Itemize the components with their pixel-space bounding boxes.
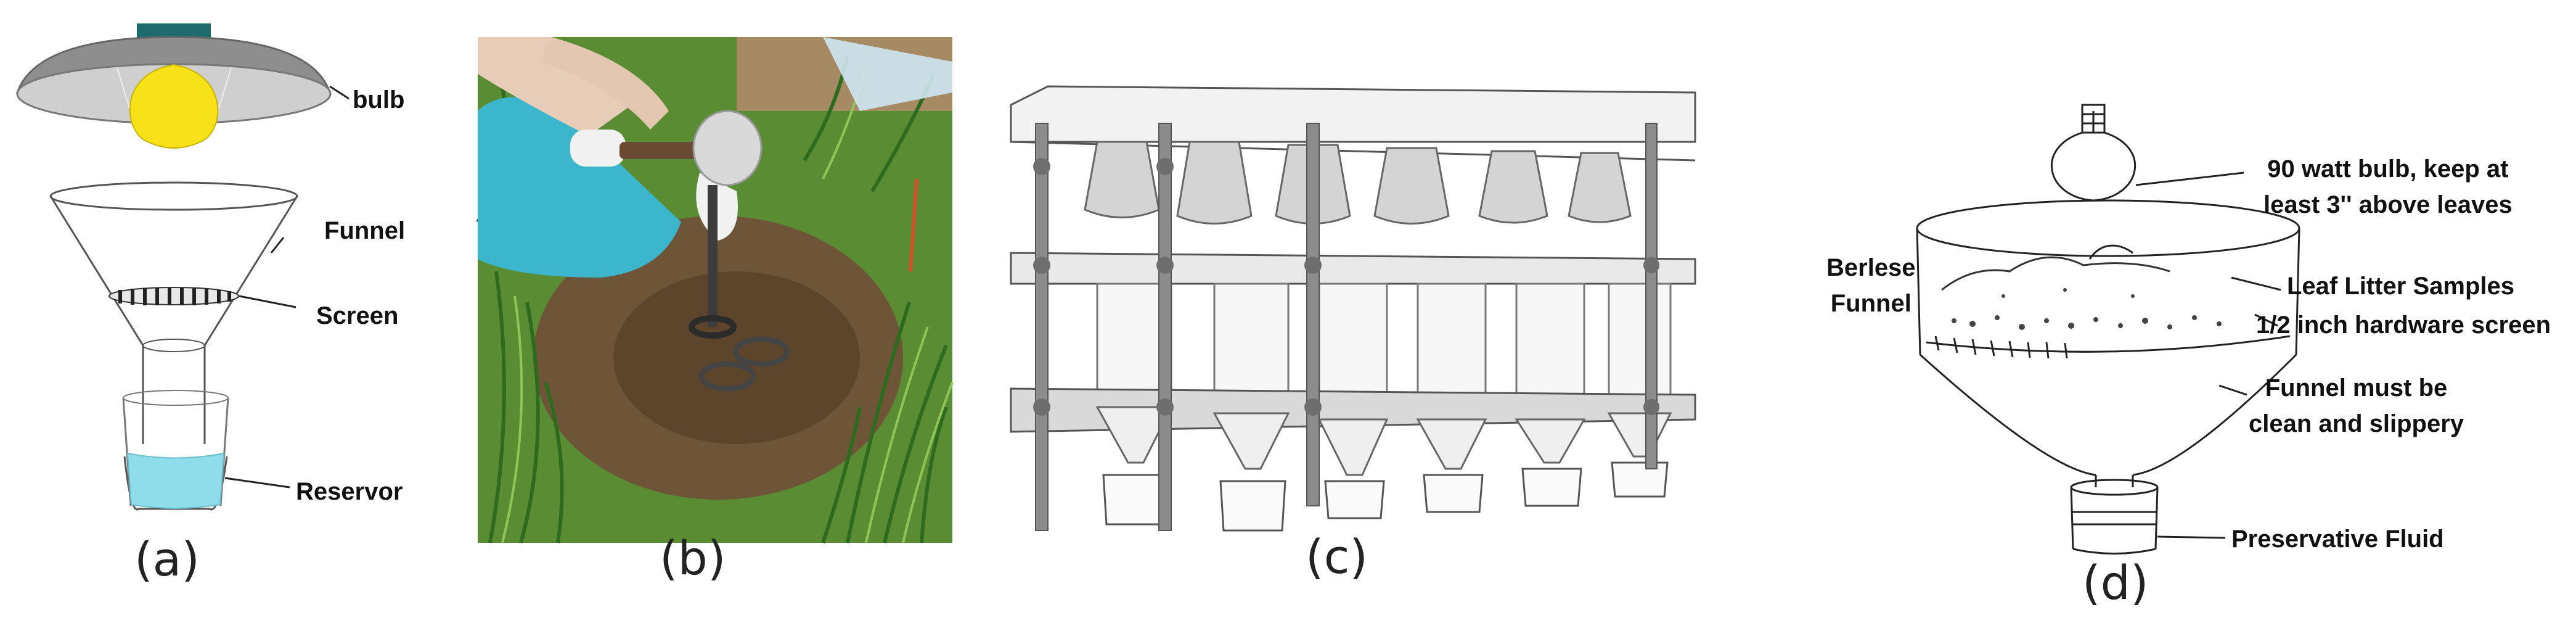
panel-a: bulb Funnel Screen Reservor (a) xyxy=(0,0,481,623)
funnel-rack-illustration xyxy=(1010,85,1696,532)
lamp-icon xyxy=(15,23,350,149)
funnel-label: Funnel xyxy=(324,217,406,244)
leader-lines xyxy=(2135,171,2281,539)
reservoir-icon xyxy=(122,390,290,511)
panel-b: (b) xyxy=(476,37,954,617)
caption-d: (d) xyxy=(2082,555,2149,610)
screen-label: Screen xyxy=(316,302,399,329)
screen-leader-line xyxy=(239,295,296,308)
bulb-note-label: 90 watt bulb, keep at least 3'' above le… xyxy=(2263,155,2513,218)
panel-c: (c) xyxy=(1010,85,1701,617)
funnel-cones xyxy=(1095,406,1672,476)
bulb-icon xyxy=(2050,104,2136,202)
person-icon xyxy=(478,37,738,278)
plastic-sheet xyxy=(823,37,952,111)
caption-a: (a) xyxy=(134,532,200,587)
screen-label: 1/2 inch hardware screen xyxy=(2256,312,2551,339)
bulb-label: bulb xyxy=(353,86,405,113)
glove-icon xyxy=(570,130,626,167)
collection-cups xyxy=(1102,461,1669,532)
soil-corer-icon xyxy=(619,110,790,392)
berlese-title: Berlese Funnel xyxy=(1826,254,1916,317)
funnel-note-label: Funnel must be clean and slippery xyxy=(2249,374,2464,437)
caption-c: (c) xyxy=(1306,529,1368,584)
leaf-litter-icon xyxy=(1941,244,2222,330)
bulb-icon xyxy=(129,64,219,149)
funnel-leader-line xyxy=(270,237,285,254)
preservative-label: Preservative Fluid xyxy=(2231,526,2444,553)
reservoir-leader-line xyxy=(224,477,290,489)
jar-icon xyxy=(2070,479,2159,555)
hardware-screen-icon xyxy=(1926,335,2291,359)
reservoir-fluid xyxy=(126,452,225,509)
field-photo xyxy=(476,37,954,543)
bulb-leader-line xyxy=(329,85,350,100)
caption-b: (b) xyxy=(660,530,726,585)
berlese-funnel-sketch xyxy=(1916,104,2300,555)
screen-icon xyxy=(108,287,296,308)
funnel-icon xyxy=(49,181,298,444)
marker-stake xyxy=(909,178,918,272)
panel-d: Berlese Funnel 90 watt bulb, keep at lea… xyxy=(1788,0,2576,623)
leaf-litter-label: Leaf Litter Samples xyxy=(2287,273,2515,300)
reservoir-label: Reservor xyxy=(296,478,403,505)
funnel-diagram-a xyxy=(15,23,350,511)
